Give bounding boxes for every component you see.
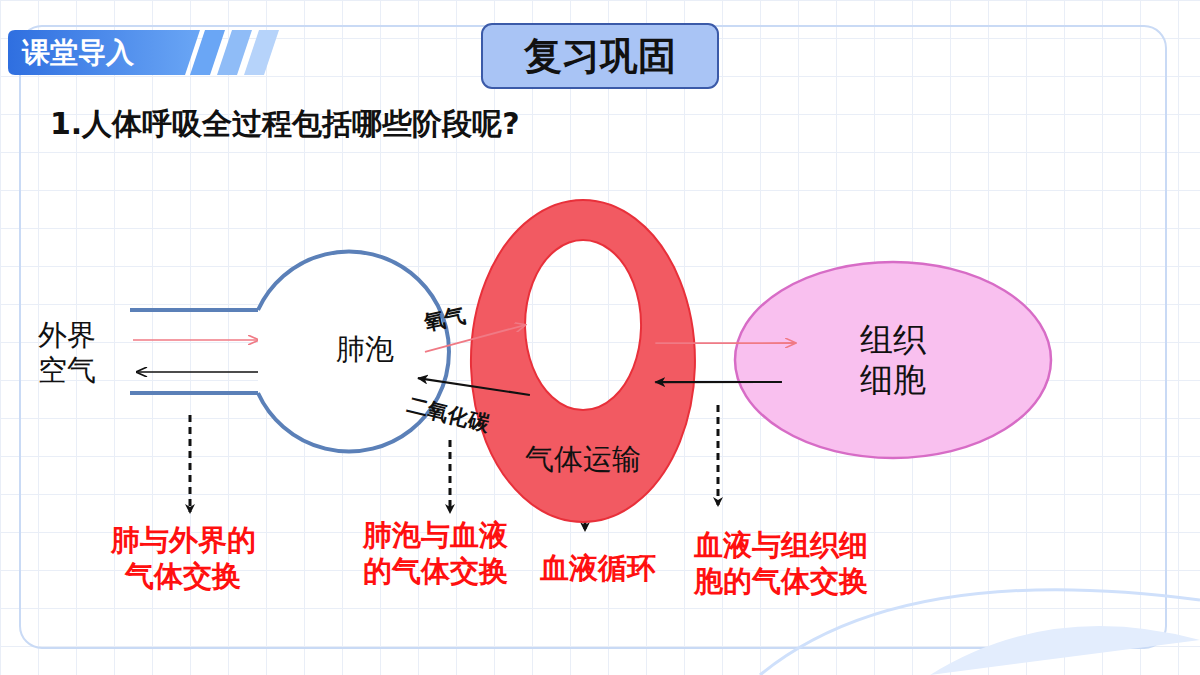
blood-ring: 气体运输 [470, 198, 696, 522]
inhale-arrow [133, 339, 258, 341]
badge-bar [8, 30, 200, 75]
panel-border [20, 26, 1166, 648]
title-box [482, 24, 718, 88]
tissue-cell: 组织 细胞 [733, 260, 1053, 460]
dashed-pointer [717, 405, 720, 505]
exhale-arrow [138, 371, 260, 373]
stage-label: 肺泡与血液 的气体交换 [357, 517, 514, 590]
node-text-wrap: 气体运输 [470, 442, 696, 477]
node-text: 气体运输 [525, 442, 641, 477]
cell-fill [735, 262, 1051, 458]
airway-wall [130, 391, 258, 395]
airway-wall [130, 308, 258, 312]
deco-curve [760, 590, 1200, 675]
deco-curve [930, 626, 1200, 675]
air-label: 外界 空气 [38, 318, 105, 388]
chevron [244, 30, 279, 75]
node-text: 肺泡 [336, 332, 394, 367]
stage-label: 血液循环 [540, 550, 656, 586]
blood-ring-fill [471, 200, 695, 522]
badge-text: 课堂导入 [22, 33, 134, 73]
dashed-pointer [189, 415, 192, 512]
stage-label: 血液与组织细 胞的气体交换 [688, 527, 874, 600]
slide-title: 复习巩固 [482, 24, 718, 88]
stage-label: 肺与外界的 气体交换 [105, 522, 262, 595]
node-text: 组织 细胞 [855, 320, 931, 399]
question-text: 1.人体呼吸全过程包括哪些阶段呢? [50, 104, 520, 145]
dashed-pointer [449, 440, 452, 512]
node-text-wrap: 组织 细胞 [733, 260, 1053, 460]
